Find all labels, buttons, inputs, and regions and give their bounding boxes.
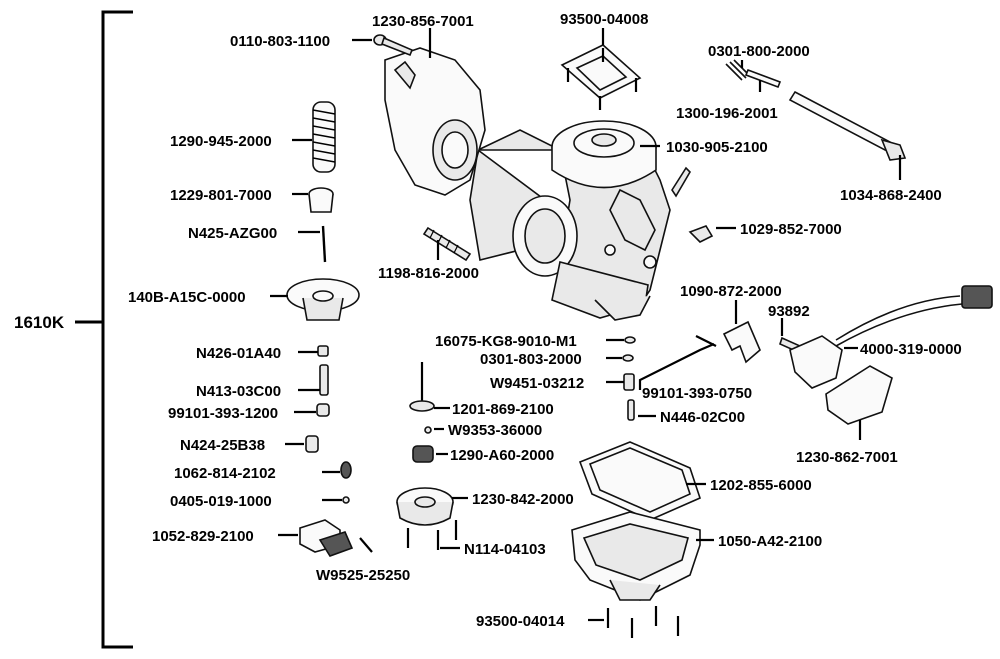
diaphragm-illustration [286, 278, 360, 321]
top-cover-illustration [384, 47, 486, 196]
label-W9353-36000: W9353-36000 [448, 422, 542, 439]
label-99101-393-1200: 99101-393-1200 [168, 405, 278, 422]
float-bowl-illustration [571, 511, 701, 601]
label-1290-A60-2000: 1290-A60-2000 [450, 447, 554, 464]
label-N446-02C00: N446-02C00 [660, 409, 745, 426]
label-W9451-03212: W9451-03212 [490, 375, 584, 392]
plunger-illustration [409, 362, 435, 434]
label-N425-AZG00: N425-AZG00 [188, 225, 277, 242]
label-0405-019-1000: 0405-019-1000 [170, 493, 272, 510]
spring-pin-illustration [725, 59, 907, 161]
label-N424-25B38: N424-25B38 [180, 437, 265, 454]
label-16075-KG8-9010-M1: 16075-KG8-9010-M1 [435, 333, 577, 350]
label-99101-393-0750: 99101-393-0750 [642, 385, 752, 402]
label-4000-319-0000: 4000-319-0000 [860, 341, 962, 358]
assembly-bracket [75, 10, 133, 649]
label-93892: 93892 [768, 303, 810, 320]
label-1230-856-7001: 1230-856-7001 [372, 13, 474, 30]
label-W9525-25250: W9525-25250 [316, 567, 410, 584]
assembly-number: 1610K [14, 313, 65, 332]
label-N114-04103: N114-04103 [464, 541, 546, 558]
label-1198-816-2000: 1198-816-2000 [378, 265, 479, 282]
label-93500-04014: 93500-04014 [476, 613, 565, 630]
label-1300-196-2001: 1300-196-2001 [676, 105, 778, 122]
label-N426-01A40: N426-01A40 [196, 345, 281, 362]
label-0110-803-1100: 0110-803-1100 [230, 33, 330, 50]
label-1050-A42-2100: 1050-A42-2100 [718, 533, 822, 550]
label-1090-872-2000: 1090-872-2000 [680, 283, 782, 300]
label-93500-04008: 93500-04008 [560, 11, 648, 28]
elbow-fitting-illustration [688, 225, 714, 243]
label-1034-868-2400: 1034-868-2400 [840, 187, 942, 204]
float-illustration [299, 519, 373, 557]
label-1230-862-7001: 1230-862-7001 [796, 449, 898, 466]
screw-1198-illustration [422, 226, 472, 262]
label-0301-800-2000: 0301-800-2000 [708, 43, 810, 60]
screws-93500-04014-illustration [606, 606, 680, 638]
label-N413-03C00: N413-03C00 [196, 383, 281, 400]
sensor-cover-illustration [825, 365, 893, 425]
label-1229-801-7000: 1229-801-7000 [170, 187, 272, 204]
bowl-gasket-illustration [578, 441, 701, 521]
retainer-illustration [308, 187, 334, 213]
cap-illustration [412, 445, 434, 463]
plate-93500-04008-illustration [560, 44, 642, 110]
sensor-illustration [789, 285, 993, 389]
label-140B-A15C-0000: 140B-A15C-0000 [128, 289, 246, 306]
screws-n114-illustration [406, 520, 458, 550]
label-1201-869-2100: 1201-869-2100 [452, 401, 554, 418]
accelerator-cover-illustration [396, 487, 454, 526]
label-1062-814-2102: 1062-814-2102 [174, 465, 276, 482]
lever-illustration [695, 320, 761, 364]
leader-lines [270, 28, 902, 622]
needle-valve-parts-illustration [622, 336, 636, 421]
label-1052-829-2100: 1052-829-2100 [152, 528, 254, 545]
label-1029-852-7000: 1029-852-7000 [740, 221, 842, 238]
label-0301-803-2000: 0301-803-2000 [480, 351, 582, 368]
carburetor-body-illustration [469, 120, 692, 321]
small-jets-illustration [305, 345, 352, 504]
label-1290-945-2000: 1290-945-2000 [170, 133, 272, 150]
label-1030-905-2100: 1030-905-2100 [666, 139, 768, 156]
jet-needle-illustration [321, 225, 327, 263]
screw-0110-illustration [373, 34, 414, 57]
label-1230-842-2000: 1230-842-2000 [472, 491, 574, 508]
spring-1290-945-illustration [312, 101, 336, 173]
label-1202-855-6000: 1202-855-6000 [710, 477, 812, 494]
